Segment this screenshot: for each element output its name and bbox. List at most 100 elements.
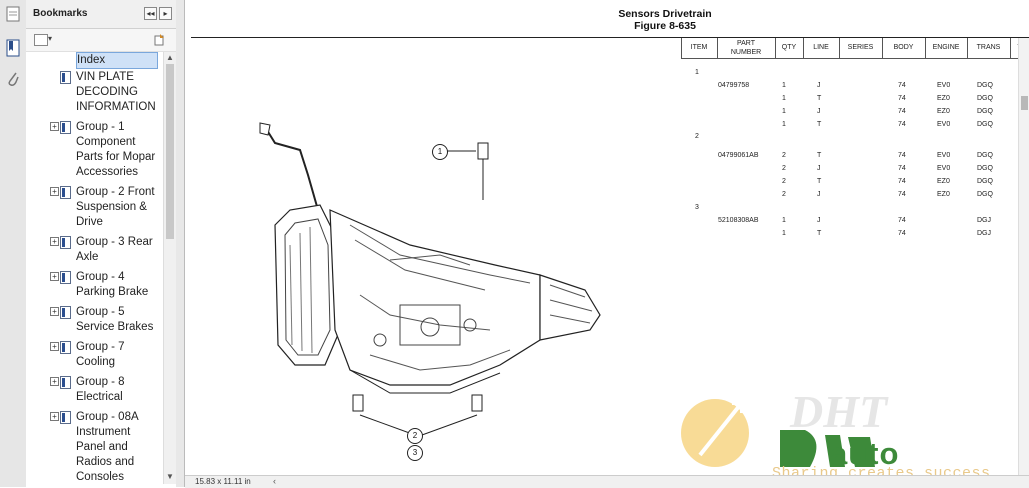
table-cell-engine: EV0 — [937, 152, 951, 159]
column-divider — [882, 38, 883, 58]
bookmark-icon — [60, 236, 71, 249]
table-cell-engine: EZ0 — [937, 191, 950, 198]
column-header: TRANS — [976, 44, 1001, 51]
watermark-auto-text: auto — [830, 436, 900, 471]
table-cell-trans: DGQ — [977, 108, 993, 115]
open-file-icon[interactable] — [3, 4, 23, 24]
table-cell-body: 74 — [898, 108, 906, 115]
expand-icon[interactable]: + — [50, 307, 59, 316]
bookmarks-list: Index VIN PLATE DECODING INFORMATION + G… — [26, 52, 163, 484]
watermark-logo: DHT — [681, 386, 889, 467]
table-cell-line: T — [817, 152, 822, 159]
table-cell-qty: 1 — [782, 108, 786, 115]
column-divider — [925, 38, 926, 58]
table-cell-trans: DGQ — [977, 95, 993, 102]
table-cell-body: 74 — [898, 95, 906, 102]
table-cell-line: J — [817, 82, 821, 89]
bookmark-item-index[interactable]: Index — [26, 52, 163, 69]
callout-2: 2 — [407, 428, 423, 444]
column-header: ENGINE — [932, 44, 960, 51]
expand-icon[interactable]: + — [50, 272, 59, 281]
panel-splitter[interactable] — [176, 0, 185, 487]
table-cell-item: 1 — [695, 69, 699, 76]
bookmark-label: VIN PLATE DECODING INFORMATION — [76, 71, 156, 113]
document-scrollbar-thumb[interactable] — [1021, 96, 1028, 110]
table-cell-line: J — [817, 191, 821, 198]
scroll-down-icon[interactable]: ▼ — [166, 472, 174, 481]
page-title: Sensors Drivetrain — [618, 8, 712, 20]
expand-icon[interactable]: + — [50, 377, 59, 386]
bookmarks-panel: Bookmarks ◂◂ ▸ ▾ Index VIN PLATE DECODIN… — [26, 0, 177, 487]
bookmark-label: Group - 1 Component Parts for Mopar Acce… — [76, 121, 156, 178]
table-cell-engine: EZ0 — [937, 108, 950, 115]
scroll-up-icon[interactable]: ▲ — [166, 53, 174, 62]
table-cell-trans: DGQ — [977, 121, 993, 128]
column-divider — [717, 38, 718, 58]
bookmark-item-group-7[interactable]: + Group - 7 Cooling — [26, 340, 163, 372]
bookmark-item-group-08a[interactable]: + Group - 08A Instrument Panel and Radio… — [26, 410, 163, 484]
table-cell-trans: DGQ — [977, 82, 993, 89]
expand-icon[interactable]: + — [50, 187, 59, 196]
table-cell-engine: EV0 — [937, 121, 951, 128]
bookmark-options-icon[interactable] — [34, 34, 48, 46]
bookmark-icon — [60, 306, 71, 319]
column-header: BODY — [893, 44, 914, 51]
table-cell-qty: 2 — [782, 165, 786, 172]
column-header: QTY — [781, 44, 797, 51]
expand-icon[interactable]: + — [50, 122, 59, 131]
dropdown-arrow-icon[interactable]: ▾ — [48, 34, 53, 43]
bookmark-item-group-3[interactable]: + Group - 3 Rear Axle — [26, 235, 163, 267]
table-cell-body: 74 — [898, 82, 906, 89]
column-divider — [839, 38, 840, 58]
expand-icon[interactable]: + — [50, 412, 59, 421]
document-scrollbar[interactable] — [1018, 38, 1029, 475]
column-divider — [803, 38, 804, 58]
expand-panel-button[interactable]: ▸ — [159, 7, 172, 20]
table-cell-engine: EV0 — [937, 82, 951, 89]
table-cell-line: T — [817, 95, 822, 102]
table-cell-qty: 1 — [782, 82, 786, 89]
parts-table-header — [681, 38, 1029, 59]
table-cell-body: 74 — [898, 152, 906, 159]
column-header: PART NUMBER — [730, 40, 762, 56]
new-bookmark-icon[interactable] — [154, 33, 165, 46]
table-cell-engine: EZ0 — [937, 95, 950, 102]
table-cell-line: J — [817, 217, 821, 224]
table-cell-engine: EZ0 — [937, 178, 950, 185]
bookmark-item-group-5[interactable]: + Group - 5 Service Brakes — [26, 305, 163, 337]
bookmark-label: Group - 4 Parking Brake — [76, 271, 149, 298]
bookmark-item-group-4[interactable]: + Group - 4 Parking Brake — [26, 270, 163, 302]
table-cell-qty: 1 — [782, 95, 786, 102]
table-cell-engine: EV0 — [937, 165, 951, 172]
bookmark-item-vin-plate[interactable]: VIN PLATE DECODING INFORMATION — [26, 70, 163, 116]
expand-icon[interactable]: + — [50, 342, 59, 351]
bookmark-label: Group - 3 Rear Axle — [76, 236, 153, 263]
bookmark-panel-icon[interactable] — [3, 38, 23, 58]
table-cell-line: T — [817, 121, 822, 128]
table-cell-body: 74 — [898, 191, 906, 198]
bookmark-icon — [60, 341, 71, 354]
table-cell-line: J — [817, 108, 821, 115]
scroll-left-icon[interactable]: ‹ — [273, 476, 276, 486]
table-cell-qty: 2 — [782, 191, 786, 198]
table-cell-trans: DGQ — [977, 178, 993, 185]
bookmark-item-group-2[interactable]: + Group - 2 Front Suspension & Drive — [26, 185, 163, 231]
figure-heading: Sensors Drivetrain Figure 8-635 — [505, 8, 825, 32]
expand-icon[interactable]: + — [50, 237, 59, 246]
table-cell-qty: 2 — [782, 178, 786, 185]
callout-1: 1 — [432, 144, 448, 160]
column-header: ITEM — [690, 44, 708, 51]
table-cell-qty: 1 — [782, 230, 786, 237]
scrollbar-thumb[interactable] — [166, 64, 174, 239]
bookmarks-scrollbar[interactable]: ▲ ▼ — [163, 52, 176, 484]
bookmark-icon — [60, 271, 71, 284]
attachment-icon[interactable] — [3, 68, 23, 88]
bookmark-icon — [60, 376, 71, 389]
bookmarks-toolbar: ▾ — [26, 29, 176, 52]
bookmark-icon — [60, 121, 71, 134]
header-rule — [191, 37, 1029, 38]
bookmark-item-group-8[interactable]: + Group - 8 Electrical — [26, 375, 163, 407]
table-cell-trans: DGJ — [977, 217, 991, 224]
bookmark-item-group-1[interactable]: + Group - 1 Component Parts for Mopar Ac… — [26, 120, 163, 182]
collapse-panel-button[interactable]: ◂◂ — [144, 7, 157, 20]
